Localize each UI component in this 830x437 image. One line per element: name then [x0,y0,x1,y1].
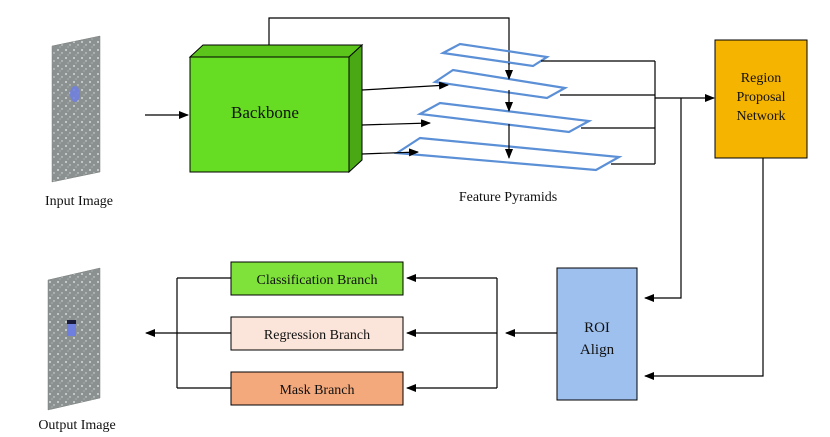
backbone-block [188,43,364,174]
classification-branch-label: Classification Branch [257,273,378,288]
rpn-label-line-2: Proposal [737,90,786,105]
feature-pyramids [393,42,623,172]
backbone-to-pyramid-3 [361,119,431,128]
pyramid-level-1 [439,42,551,68]
output-image-label: Output Image [38,418,115,433]
backbone-label: Backbone [231,103,299,122]
regression-branch-label: Regression Branch [264,328,370,343]
rpn-block [714,39,808,159]
output-image [47,267,101,411]
pyramid-level-2 [431,68,569,100]
mask-branch [230,371,404,406]
pyramid-output-lines [541,60,681,165]
branch-output-lines [176,277,231,389]
input-image [51,35,101,183]
feature-pyramids-label: Feature Pyramids [459,190,557,205]
rpn-label-line-1: Region [741,71,781,86]
roi-label-line-1: ROI [584,320,610,336]
pyramid-to-roi-arrow [644,98,682,302]
backbone-to-pyramid-2 [361,81,449,91]
backbone-top-connector [268,17,510,65]
roi-align-block [556,267,638,401]
roi-label-line-2: Align [580,342,615,358]
rpn-label-line-3: Network [737,109,786,124]
pyramid-level-4 [393,136,623,172]
input-image-label: Input Image [45,194,113,209]
backbone-to-pyramid-4 [361,148,419,157]
rpn-to-roi-arrow [644,158,764,380]
mask-branch-label: Mask Branch [279,383,354,398]
pyramid-level-3 [416,101,593,134]
